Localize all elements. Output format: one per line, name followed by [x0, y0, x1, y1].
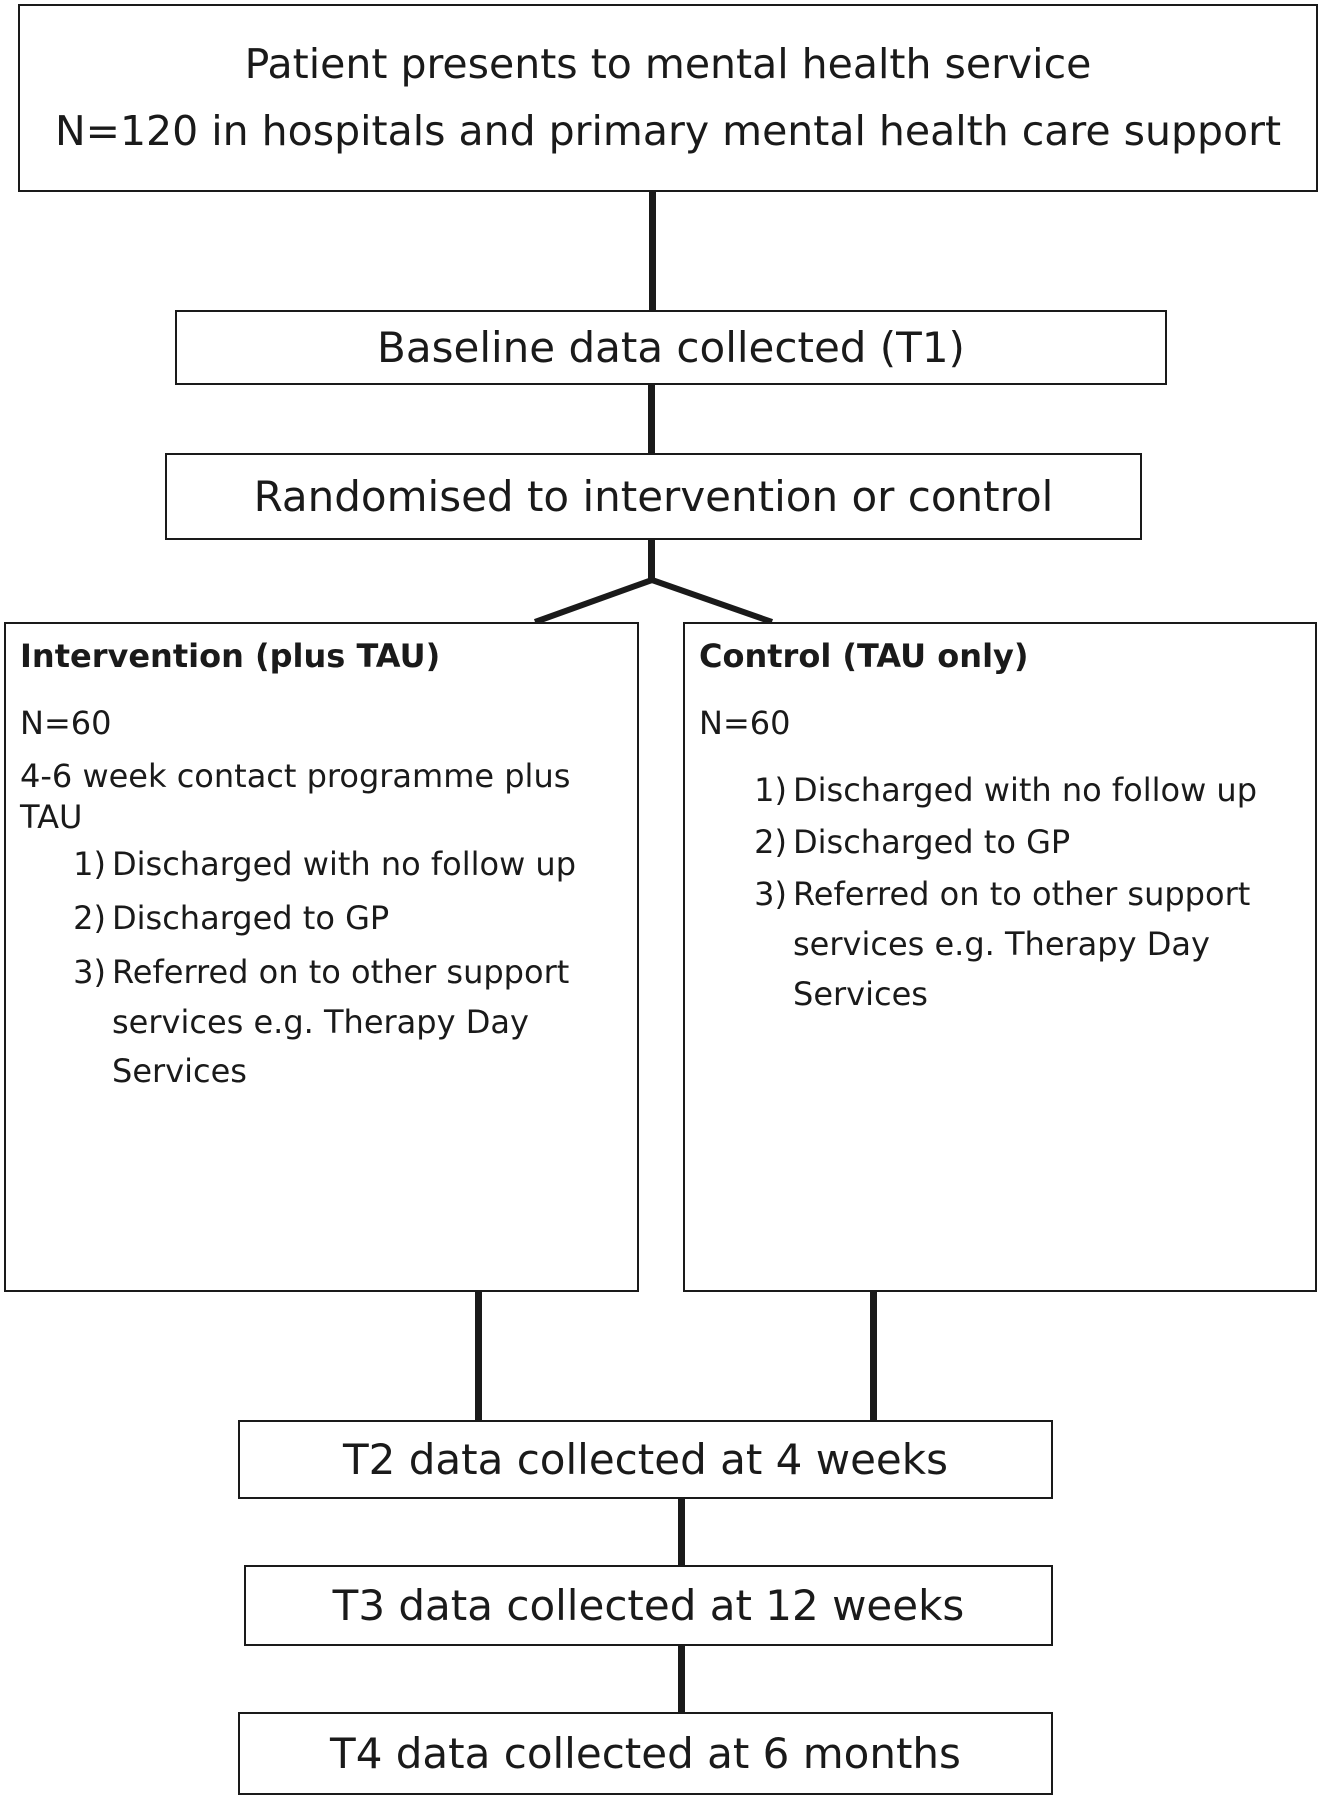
- list-item-number: 3): [73, 952, 106, 991]
- connector-t2-to-t3: [678, 1497, 685, 1565]
- control-arm-box: Control (TAU only) N=60 1) Discharged wi…: [683, 622, 1317, 1292]
- list-item: 2) Discharged to GP: [744, 822, 1301, 868]
- list-item: 3) Referred on to other support services…: [63, 952, 623, 1098]
- baseline-text: Baseline data collected (T1): [377, 323, 965, 372]
- list-item-text: Referred on to other support services e.…: [112, 952, 570, 1091]
- control-n: N=60: [699, 703, 791, 742]
- intervention-title: Intervention (plus TAU): [20, 637, 441, 675]
- t4-text: T4 data collected at 6 months: [330, 1729, 961, 1778]
- patient-presents-text: Patient presents to mental health servic…: [244, 39, 1092, 88]
- connector-randomised-stem: [648, 539, 655, 582]
- list-item-text: Referred on to other support services e.…: [793, 874, 1251, 1013]
- intervention-outcome-list: 1) Discharged with no follow up 2) Disch…: [20, 844, 623, 1098]
- connector-t3-to-t4: [678, 1644, 685, 1712]
- t3-text: T3 data collected at 12 weeks: [332, 1581, 965, 1630]
- connector-baseline-to-randomised: [648, 385, 655, 453]
- t2-text: T2 data collected at 4 weeks: [343, 1435, 948, 1484]
- list-item: 3) Referred on to other support services…: [744, 874, 1301, 1020]
- list-item: 2) Discharged to GP: [63, 898, 623, 944]
- connector-split-right: [651, 577, 773, 625]
- list-item: 1) Discharged with no follow up: [63, 844, 623, 890]
- patient-presents-box: Patient presents to mental health servic…: [18, 4, 1318, 192]
- list-item-text: Discharged with no follow up: [112, 844, 576, 883]
- list-item-number: 3): [754, 874, 787, 913]
- patient-count-text: N=120 in hospitals and primary mental he…: [54, 107, 1282, 155]
- t4-box: T4 data collected at 6 months: [238, 1712, 1053, 1795]
- list-item-text: Discharged with no follow up: [793, 770, 1257, 809]
- t2-box: T2 data collected at 4 weeks: [238, 1420, 1053, 1499]
- intervention-arm-box: Intervention (plus TAU) N=60 4-6 week co…: [4, 622, 639, 1292]
- list-item: 1) Discharged with no follow up: [744, 770, 1301, 816]
- randomised-box: Randomised to intervention or control: [165, 453, 1142, 540]
- intervention-n: N=60: [20, 703, 112, 742]
- intervention-description: 4-6 week contact programme plus TAU: [20, 756, 571, 836]
- baseline-box: Baseline data collected (T1): [175, 310, 1167, 385]
- list-item-number: 1): [754, 770, 787, 809]
- list-item-text: Discharged to GP: [112, 898, 390, 937]
- list-item-number: 2): [73, 898, 106, 937]
- control-title: Control (TAU only): [699, 637, 1029, 675]
- connector-patient-to-baseline: [649, 192, 656, 310]
- randomised-text: Randomised to intervention or control: [253, 472, 1054, 521]
- list-item-text: Discharged to GP: [793, 822, 1071, 861]
- t3-box: T3 data collected at 12 weeks: [244, 1565, 1053, 1646]
- list-item-number: 1): [73, 844, 106, 883]
- connector-intervention-to-t2: [475, 1290, 482, 1420]
- connector-split-left: [533, 577, 654, 625]
- connector-control-to-t2: [870, 1290, 877, 1420]
- list-item-number: 2): [754, 822, 787, 861]
- control-outcome-list: 1) Discharged with no follow up 2) Disch…: [699, 770, 1301, 1020]
